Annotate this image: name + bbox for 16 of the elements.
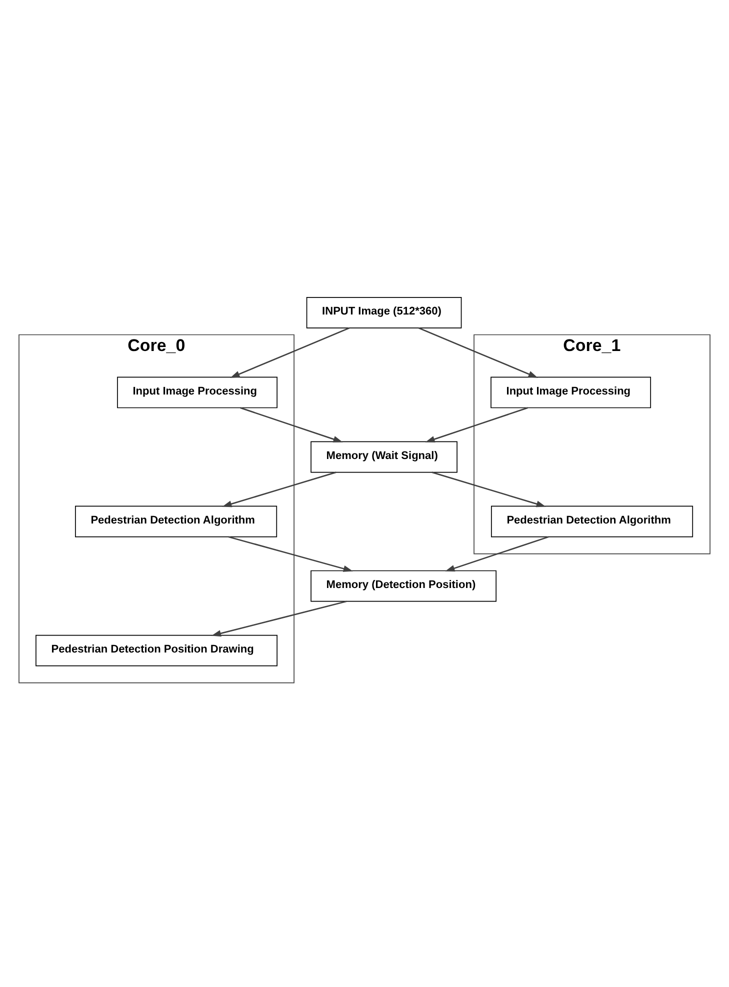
node-box: Input Image Processing xyxy=(490,376,652,408)
arrow xyxy=(425,407,528,442)
node-box: INPUT Image (512*360) xyxy=(306,296,462,328)
node-box: Pedestrian Detection Algorithm xyxy=(491,506,694,538)
arrow xyxy=(432,472,546,508)
node-box: Memory (Detection Position) xyxy=(310,570,496,602)
arrow xyxy=(418,327,538,378)
node-box: Pedestrian Detection Position Drawing xyxy=(36,634,278,666)
node-box: Pedestrian Detection Algorithm xyxy=(75,506,278,538)
arrow xyxy=(211,600,347,637)
arrow xyxy=(240,407,343,442)
arrow xyxy=(222,472,336,508)
arrow xyxy=(228,536,353,572)
node-box: Memory (Wait Signal) xyxy=(310,441,458,473)
node-box: Input Image Processing xyxy=(117,376,278,408)
arrow xyxy=(230,327,350,378)
